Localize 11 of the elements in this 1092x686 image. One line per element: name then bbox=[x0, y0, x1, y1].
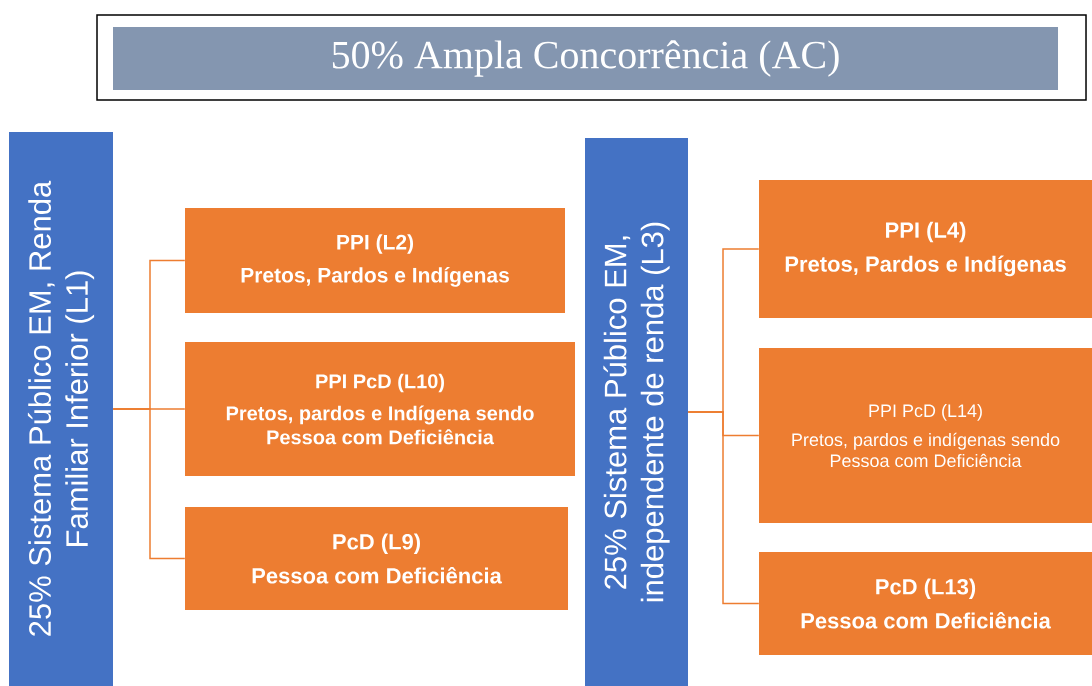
quota-box: PPI (L4) Pretos, Pardos e Indígenas bbox=[759, 180, 1092, 318]
quota-box: PPI (L2) Pretos, Pardos e Indígenas bbox=[185, 208, 565, 313]
quota-box: PcD (L13) Pessoa com Deficiência bbox=[759, 552, 1092, 655]
category-bar: 25% Sistema Público EM, independente de renda (L3) bbox=[585, 138, 688, 686]
quota-box: PPI PcD (L14) Pretos, pardos e indígenas sendo Pessoa com Deficiência bbox=[759, 348, 1092, 523]
quota-box: PPI PcD (L10) Pretos, pardos e Indígena sendo Pessoa com Deficiência bbox=[185, 342, 575, 476]
title-banner: 50% Ampla Concorrência (AC) bbox=[113, 27, 1058, 90]
connector bbox=[687, 411, 760, 605]
connector bbox=[112, 408, 186, 560]
quota-box: PcD (L9) Pessoa com Deficiência bbox=[185, 507, 568, 610]
category-bar: 25% Sistema Público EM, Renda Familiar Inferior (L1) bbox=[9, 132, 113, 686]
